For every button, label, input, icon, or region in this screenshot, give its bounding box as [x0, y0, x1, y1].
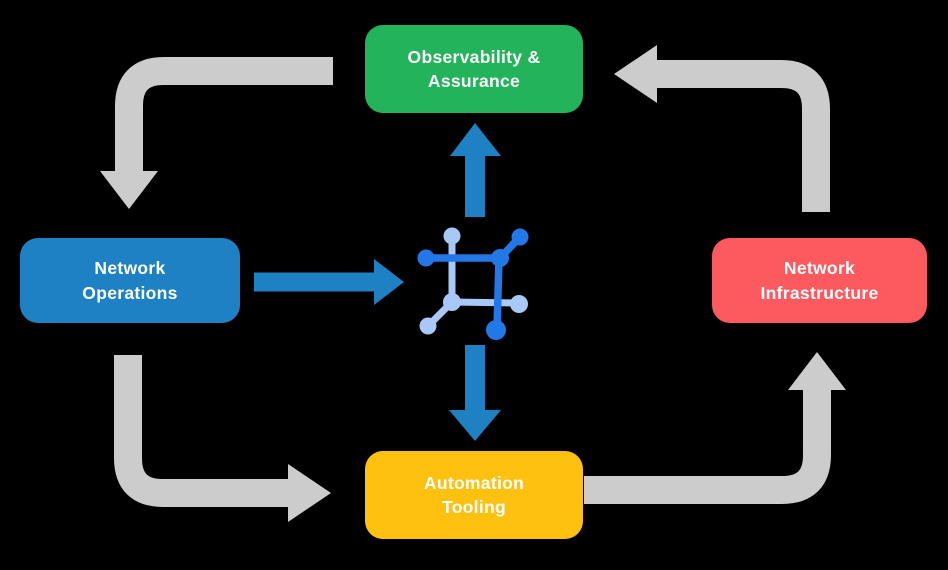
arrow-hub-to-observability: [450, 123, 501, 217]
node-network-infrastructure: Network Infrastructure: [712, 238, 927, 323]
node-observability-assurance: Observability & Assurance: [365, 25, 583, 113]
network-hub-icon: [417, 227, 529, 340]
node-automation-tooling: Automation Tooling: [365, 451, 583, 539]
arrow-shaft: [114, 355, 288, 507]
arrow-observability-to-operations: [100, 57, 333, 209]
arrow-infrastructure-to-observability: [614, 45, 830, 212]
arrow-head-down: [449, 410, 501, 441]
arrow-operations-to-hub: [254, 259, 404, 305]
arrow-shaft: [657, 60, 830, 212]
icon-dark-vertical: [493, 254, 503, 333]
arrow-head-right: [374, 259, 404, 305]
icon-node-top-right: [511, 228, 529, 246]
icon-joint-top-right: [491, 249, 509, 267]
icon-node-bottom-left: [419, 317, 437, 335]
icon-node-right: [510, 295, 528, 313]
arrow-automation-to-infrastructure: [584, 352, 846, 504]
icon-node-bottom: [486, 320, 506, 340]
icon-node-left: [417, 249, 435, 267]
arrow-head-right: [288, 464, 331, 522]
arrow-head-left: [614, 45, 657, 103]
icon-joint-bottom-left: [443, 293, 461, 311]
arrow-head-up: [788, 352, 846, 390]
arrow-head-up: [450, 123, 501, 156]
arrow-head-down: [100, 171, 158, 209]
arrow-shaft: [584, 390, 831, 504]
arrow-hub-to-automation: [449, 345, 501, 441]
icon-node-top: [443, 227, 461, 245]
arrow-operations-to-automation: [114, 355, 331, 522]
node-network-operations: Network Operations: [20, 238, 240, 323]
arrow-shaft: [115, 57, 333, 171]
